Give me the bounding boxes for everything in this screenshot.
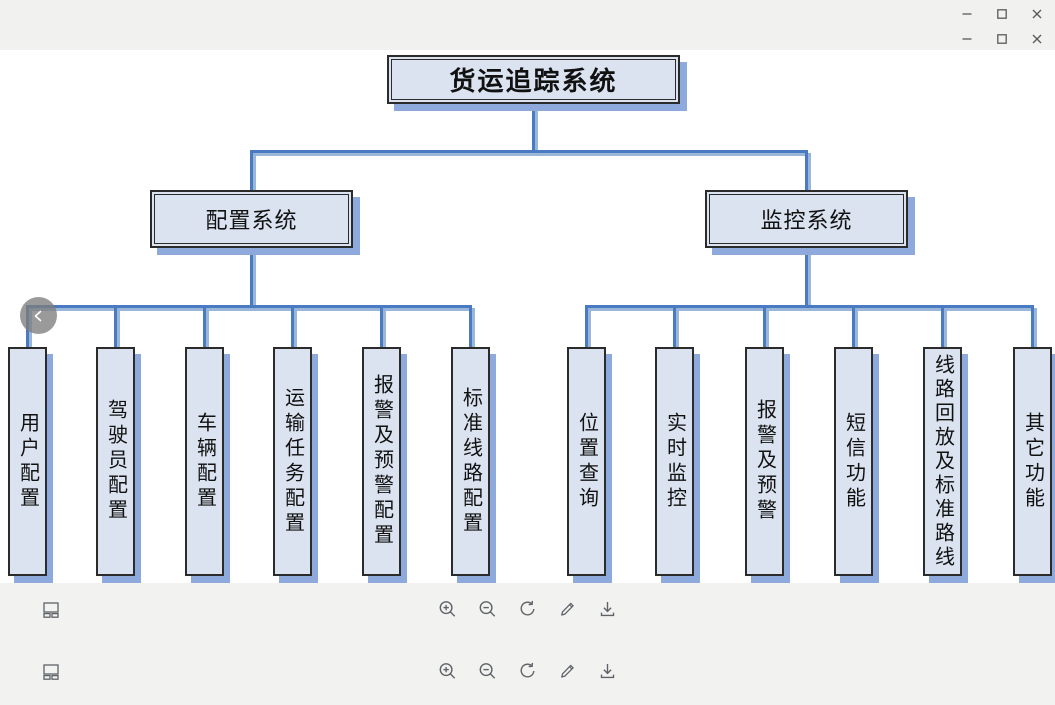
leaf-node: 驾驶员配置: [96, 347, 135, 576]
connector-line: [203, 305, 206, 348]
leaf-node: 实时监控: [655, 347, 694, 576]
window-controls-row-2: [960, 32, 1044, 46]
leaf-node: 其它功能: [1013, 347, 1052, 576]
connector-line: [250, 250, 253, 307]
previous-button[interactable]: [20, 297, 57, 334]
zoom-out-icon: [479, 662, 496, 679]
maximize-icon: [997, 34, 1007, 44]
maximize-button[interactable]: [995, 32, 1009, 46]
leaf-node: 车辆配置: [185, 347, 224, 576]
leaf-node: 报警及预警配置: [362, 347, 401, 576]
connector-line: [380, 305, 383, 348]
close-button[interactable]: [1030, 7, 1044, 21]
node-label: 配置系统: [154, 194, 349, 244]
thumbnails-icon: [42, 601, 59, 618]
toolbar-center-group: [437, 660, 618, 681]
connector-line: [469, 305, 472, 348]
connector-line: [673, 305, 676, 348]
node-label: 报警及预警: [753, 399, 776, 524]
download-icon: [600, 601, 615, 616]
rotate-button[interactable]: [517, 598, 538, 619]
connector-line: [114, 305, 117, 348]
node-label: 运输任务配置: [281, 386, 304, 537]
node-label: 驾驶员配置: [104, 399, 127, 524]
node-label: 货运追踪系统: [391, 59, 676, 100]
toolbar-center-group: [437, 598, 618, 619]
maximize-button[interactable]: [995, 7, 1009, 21]
node-label: 其它功能: [1021, 411, 1044, 512]
edit-icon: [561, 664, 574, 678]
edit-button[interactable]: [557, 660, 578, 681]
connector-line: [585, 305, 588, 348]
connector-line: [291, 305, 294, 348]
minimize-button[interactable]: [960, 7, 974, 21]
diagram-node-branch-monitor: 监控系统: [705, 190, 908, 248]
zoom-out-icon: [479, 600, 496, 617]
minimize-button[interactable]: [960, 32, 974, 46]
thumbnails-button[interactable]: [40, 598, 61, 619]
chevron-left-icon: [34, 310, 41, 321]
node-label: 短信功能: [842, 411, 865, 512]
thumbnails-button[interactable]: [40, 660, 61, 681]
leaf-node: 运输任务配置: [273, 347, 312, 576]
leaf-node: 线路回放及标准路线: [923, 347, 962, 576]
diagram-node-branch-config: 配置系统: [150, 190, 353, 248]
zoom-in-button[interactable]: [437, 598, 458, 619]
connector-line: [763, 305, 766, 348]
leaf-node: 标准线路配置: [451, 347, 490, 576]
minimize-icon: [962, 13, 972, 15]
titlebar: [0, 0, 1055, 50]
rotate-icon: [520, 600, 535, 615]
diagram-canvas: [0, 50, 1055, 583]
rotate-icon: [520, 662, 535, 677]
connector-line: [532, 104, 535, 152]
connector-line: [585, 305, 1034, 308]
close-icon: [1032, 9, 1042, 19]
edit-button[interactable]: [557, 598, 578, 619]
connector-line: [250, 150, 253, 192]
download-icon: [600, 663, 615, 678]
connector-line: [805, 250, 808, 307]
edit-icon: [561, 602, 574, 616]
connector-line: [852, 305, 855, 348]
connector-line: [250, 150, 808, 153]
node-label: 标准线路配置: [459, 386, 482, 537]
connector-line: [805, 150, 808, 192]
rotate-button[interactable]: [517, 660, 538, 681]
node-label: 报警及预警配置: [370, 374, 393, 549]
close-icon: [1032, 34, 1042, 44]
node-label: 实时监控: [663, 411, 686, 512]
download-button[interactable]: [597, 598, 618, 619]
node-label: 位置查询: [575, 411, 598, 512]
leaf-node: 用户配置: [8, 347, 47, 576]
zoom-out-button[interactable]: [477, 660, 498, 681]
node-label: 用户配置: [16, 411, 39, 512]
node-label: 线路回放及标准路线: [931, 353, 954, 570]
window-controls-row-1: [960, 7, 1044, 21]
leaf-node: 位置查询: [567, 347, 606, 576]
node-label: 车辆配置: [193, 411, 216, 512]
connector-line: [26, 305, 472, 308]
connector-line: [941, 305, 944, 348]
viewer-toolbar-area: [0, 583, 1055, 705]
leaf-node: 报警及预警: [745, 347, 784, 576]
toolbar-row-2: [0, 660, 1055, 682]
zoom-in-icon: [439, 662, 456, 679]
zoom-in-button[interactable]: [437, 660, 458, 681]
thumbnails-icon: [42, 663, 59, 680]
node-label: 监控系统: [709, 194, 904, 244]
zoom-in-icon: [439, 600, 456, 617]
connector-line: [1031, 305, 1034, 348]
minimize-icon: [962, 38, 972, 40]
maximize-icon: [997, 9, 1007, 19]
toolbar-row-1: [0, 598, 1055, 620]
leaf-node: 短信功能: [834, 347, 873, 576]
diagram-node-root: 货运追踪系统: [387, 55, 680, 104]
close-button[interactable]: [1030, 32, 1044, 46]
zoom-out-button[interactable]: [477, 598, 498, 619]
download-button[interactable]: [597, 660, 618, 681]
